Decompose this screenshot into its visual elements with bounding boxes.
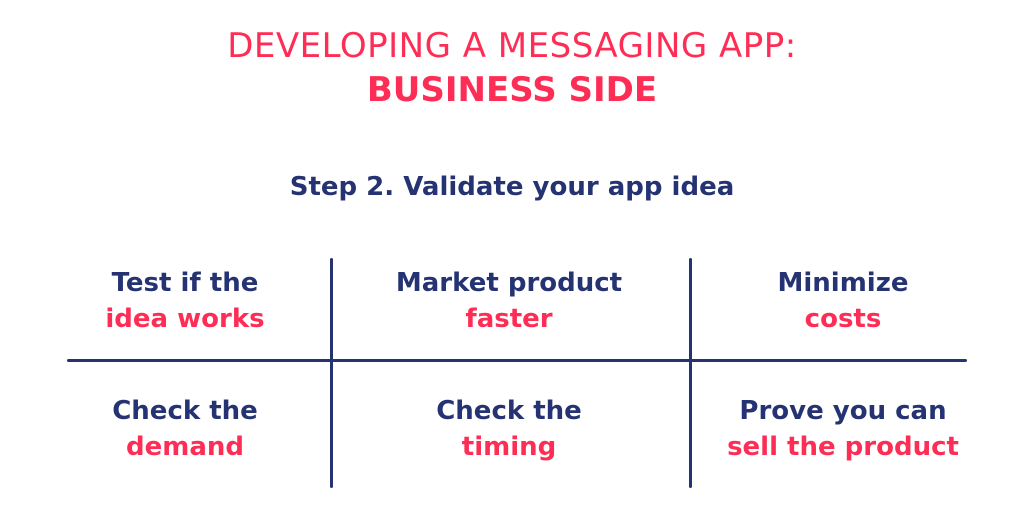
grid-divider-horizontal	[67, 359, 967, 362]
cell-line2: faster	[465, 304, 553, 334]
cell-line1: Prove you can	[739, 396, 947, 426]
cell-line1: Check the	[112, 396, 258, 426]
grid-cell-minimize-costs: Minimize costs	[683, 265, 1003, 337]
grid-cell-market-faster: Market product faster	[349, 265, 669, 337]
grid-cell-check-demand: Check the demand	[25, 393, 345, 465]
cell-line2: timing	[461, 432, 557, 462]
cell-line1: Check the	[436, 396, 582, 426]
cell-line1: Minimize	[777, 268, 909, 298]
cell-line2: costs	[804, 304, 882, 334]
cell-line1: Test if the	[111, 268, 259, 298]
grid-divider-vertical-1	[330, 258, 333, 488]
grid-cell-test-idea: Test if the idea works	[25, 265, 345, 337]
cell-line2: sell the product	[727, 432, 959, 462]
page-title-line2: BUSINESS SIDE	[366, 70, 658, 110]
cell-line2: idea works	[105, 304, 265, 334]
page-title-line1: DEVELOPING A MESSAGING APP:	[227, 26, 797, 66]
cell-line1: Market product	[395, 268, 623, 298]
grid-cell-check-timing: Check the timing	[349, 393, 669, 465]
cell-line2: demand	[125, 432, 244, 462]
grid-cell-prove-sell: Prove you can sell the product	[683, 393, 1003, 465]
grid-divider-vertical-2	[689, 258, 692, 488]
step-heading: Step 2. Validate your app idea	[289, 172, 735, 202]
